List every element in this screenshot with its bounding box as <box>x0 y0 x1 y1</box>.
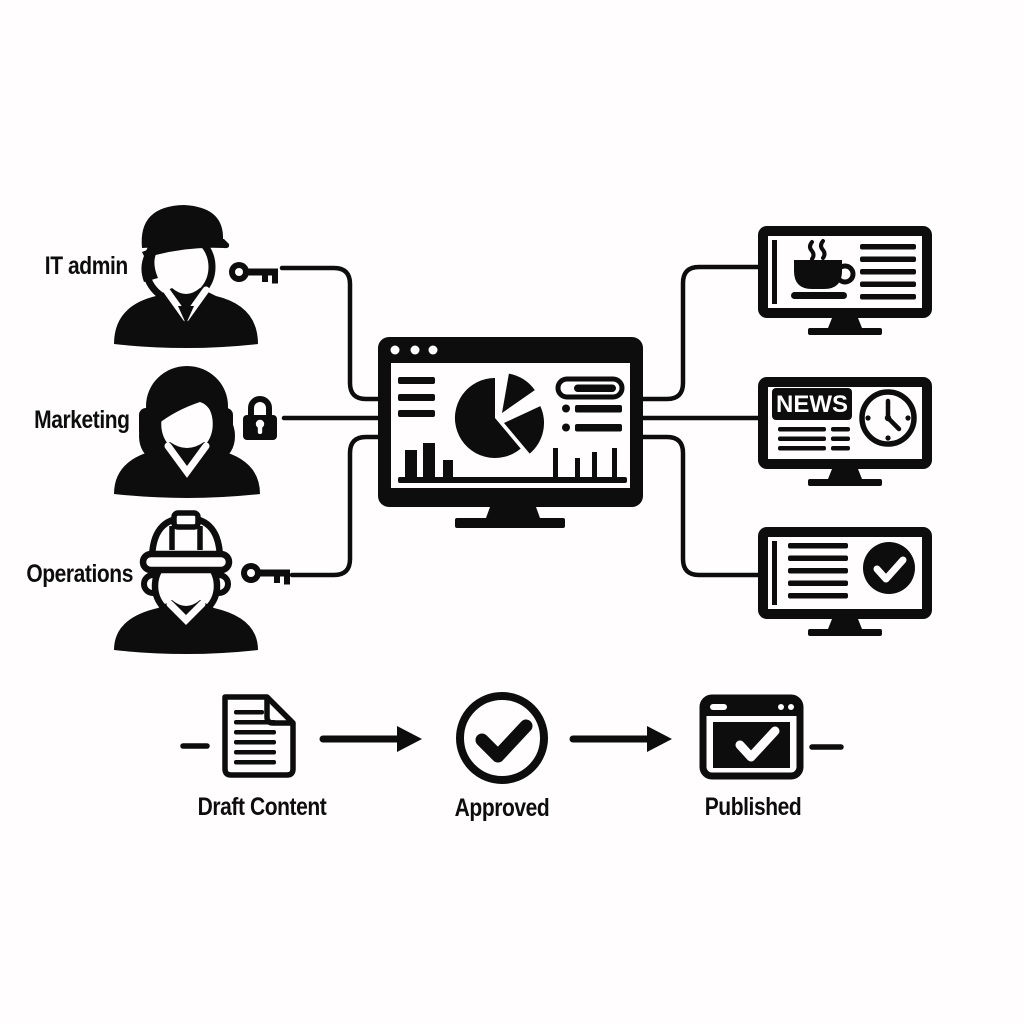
article-text-lines <box>860 244 916 300</box>
clock-icon <box>859 389 917 447</box>
dashboard-legend <box>555 376 625 432</box>
lock-icon <box>243 396 277 440</box>
key-icon <box>241 563 290 585</box>
arrow-draft-to-approved <box>319 726 422 752</box>
connector-dashboard-to-check-screen <box>640 434 761 578</box>
connector-operations-to-dashboard <box>289 434 383 578</box>
check-badge-icon <box>863 542 915 594</box>
step-label-approved: Approved <box>454 794 550 822</box>
connector-dashboard-to-coffee-screen <box>640 264 761 402</box>
key-icon <box>229 262 278 284</box>
hardhat-worker-user-icon <box>114 510 258 654</box>
coffee-article-screen-icon <box>758 226 932 335</box>
role-label-marketing: Marketing <box>34 406 131 434</box>
step-label-published: Published <box>704 793 802 821</box>
check-circle-icon <box>456 692 548 784</box>
step-label-draft-content: Draft Content <box>197 793 327 821</box>
dashboard-pie-chart <box>454 373 545 458</box>
arrow-approved-to-published <box>569 726 672 752</box>
role-label-it-admin: IT admin <box>45 252 128 280</box>
dashboard-menu-lines <box>398 377 435 417</box>
news-text-lines <box>778 427 850 451</box>
list-text-lines <box>788 543 848 599</box>
browser-check-icon <box>699 694 804 780</box>
news-clock-screen-icon: NEWS <box>758 377 932 486</box>
news-badge: NEWS <box>776 391 848 418</box>
role-label-operations: Operations <box>26 560 133 588</box>
coffee-cup-icon <box>791 239 856 299</box>
approved-list-screen-icon <box>758 527 932 636</box>
document-text-lines <box>234 710 276 765</box>
connector-it-admin-to-dashboard <box>279 265 383 402</box>
headset-agent-user-icon <box>114 366 260 498</box>
dashboard-bar-chart <box>398 443 627 483</box>
analytics-dashboard-monitor-icon <box>378 337 643 528</box>
document-icon <box>222 694 296 778</box>
capped-technician-user-icon <box>114 205 258 348</box>
